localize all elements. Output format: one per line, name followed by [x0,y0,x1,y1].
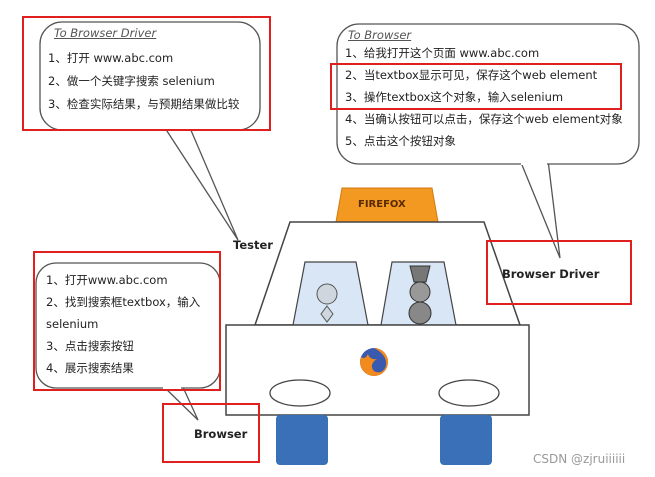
tester-highlight-box [22,16,271,131]
watermark: CSDN @zjruiiiiii [533,452,626,466]
driver-bubble [336,23,640,165]
driver-bubble-item: 3、操作textbox这个对象，输入selenium [345,90,564,104]
left-wheel [276,415,328,465]
browser-highlight-box [33,251,221,391]
driver-bubble-item: 4、当确认按钮可以点击，保存这个web element对象 [345,112,623,126]
driver-items-highlight-box [330,63,622,110]
browser-label-highlight-box [162,403,260,463]
browser-bubble-item: 3、点击搜索按钮 [46,339,134,353]
driver-bubble-item: 5、点击这个按钮对象 [345,134,456,148]
browser-bubble-item: 1、打开www.abc.com [46,273,168,287]
firefox-sign-label: FIREFOX [358,199,406,210]
browser-driver-label: Browser Driver [502,267,600,281]
driver-figure-hat [409,265,431,283]
tester-figure-head [316,283,338,305]
driver-figure-body [408,301,432,325]
tester-bubble-item: 2、做一个关键字搜索 selenium [48,74,215,88]
tester-bubble-tail [163,127,239,241]
firefox-logo-icon [360,347,389,376]
browser-label: Browser [194,427,248,441]
tester-bubble-item: 3、检查实际结果，与预期结果做比较 [48,97,240,111]
tester-label: Tester [233,238,273,252]
driver-bubble-item: 1、给我打开这个页面 www.abc.com [345,46,540,60]
driver-bubble-item: 2、当textbox显示可见，保存这个web element [345,68,598,82]
driver-figure-head [409,281,431,303]
right-headlight [438,379,500,407]
browser-bubble-item: 2、找到搜索框textbox，输入 [46,295,201,309]
browser-bubble-item: 4、展示搜索结果 [46,361,134,375]
left-headlight [269,379,331,407]
tester-bubble-title: To Browser Driver [54,26,157,40]
driver-bubble-title: To Browser [348,28,412,42]
browser-bubble-item: selenium [46,317,99,331]
tester-figure-tie [320,305,334,323]
driver-bubble-tail [519,159,561,259]
browser-driver-highlight-box [486,240,632,305]
tester-bubble-item: 1、打开 www.abc.com [48,51,174,65]
right-wheel [440,415,492,465]
